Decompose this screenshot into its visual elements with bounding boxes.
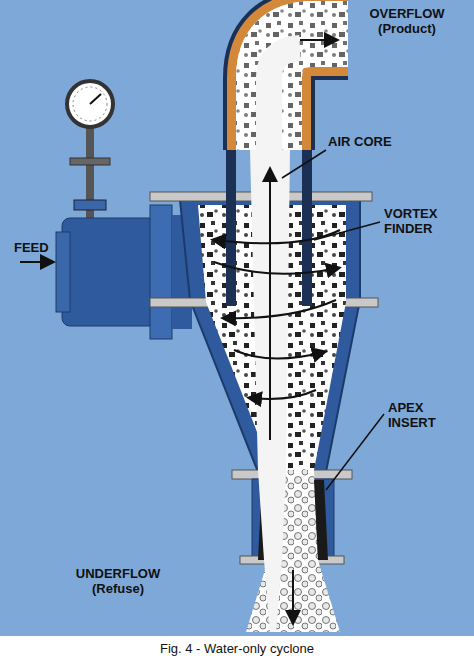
part-label: AIR CORE [328, 134, 418, 149]
outlet-label: OVERFLOW (Product) [362, 6, 452, 36]
figure-caption: Fig. 4 - Water-only cyclone [0, 641, 474, 656]
outlet-label: UNDERFLOW (Refuse) [70, 566, 166, 596]
part-label: VORTEX FINDER [384, 206, 448, 236]
part-label: APEX INSERT [388, 400, 448, 430]
inlet-label: FEED [14, 240, 64, 255]
